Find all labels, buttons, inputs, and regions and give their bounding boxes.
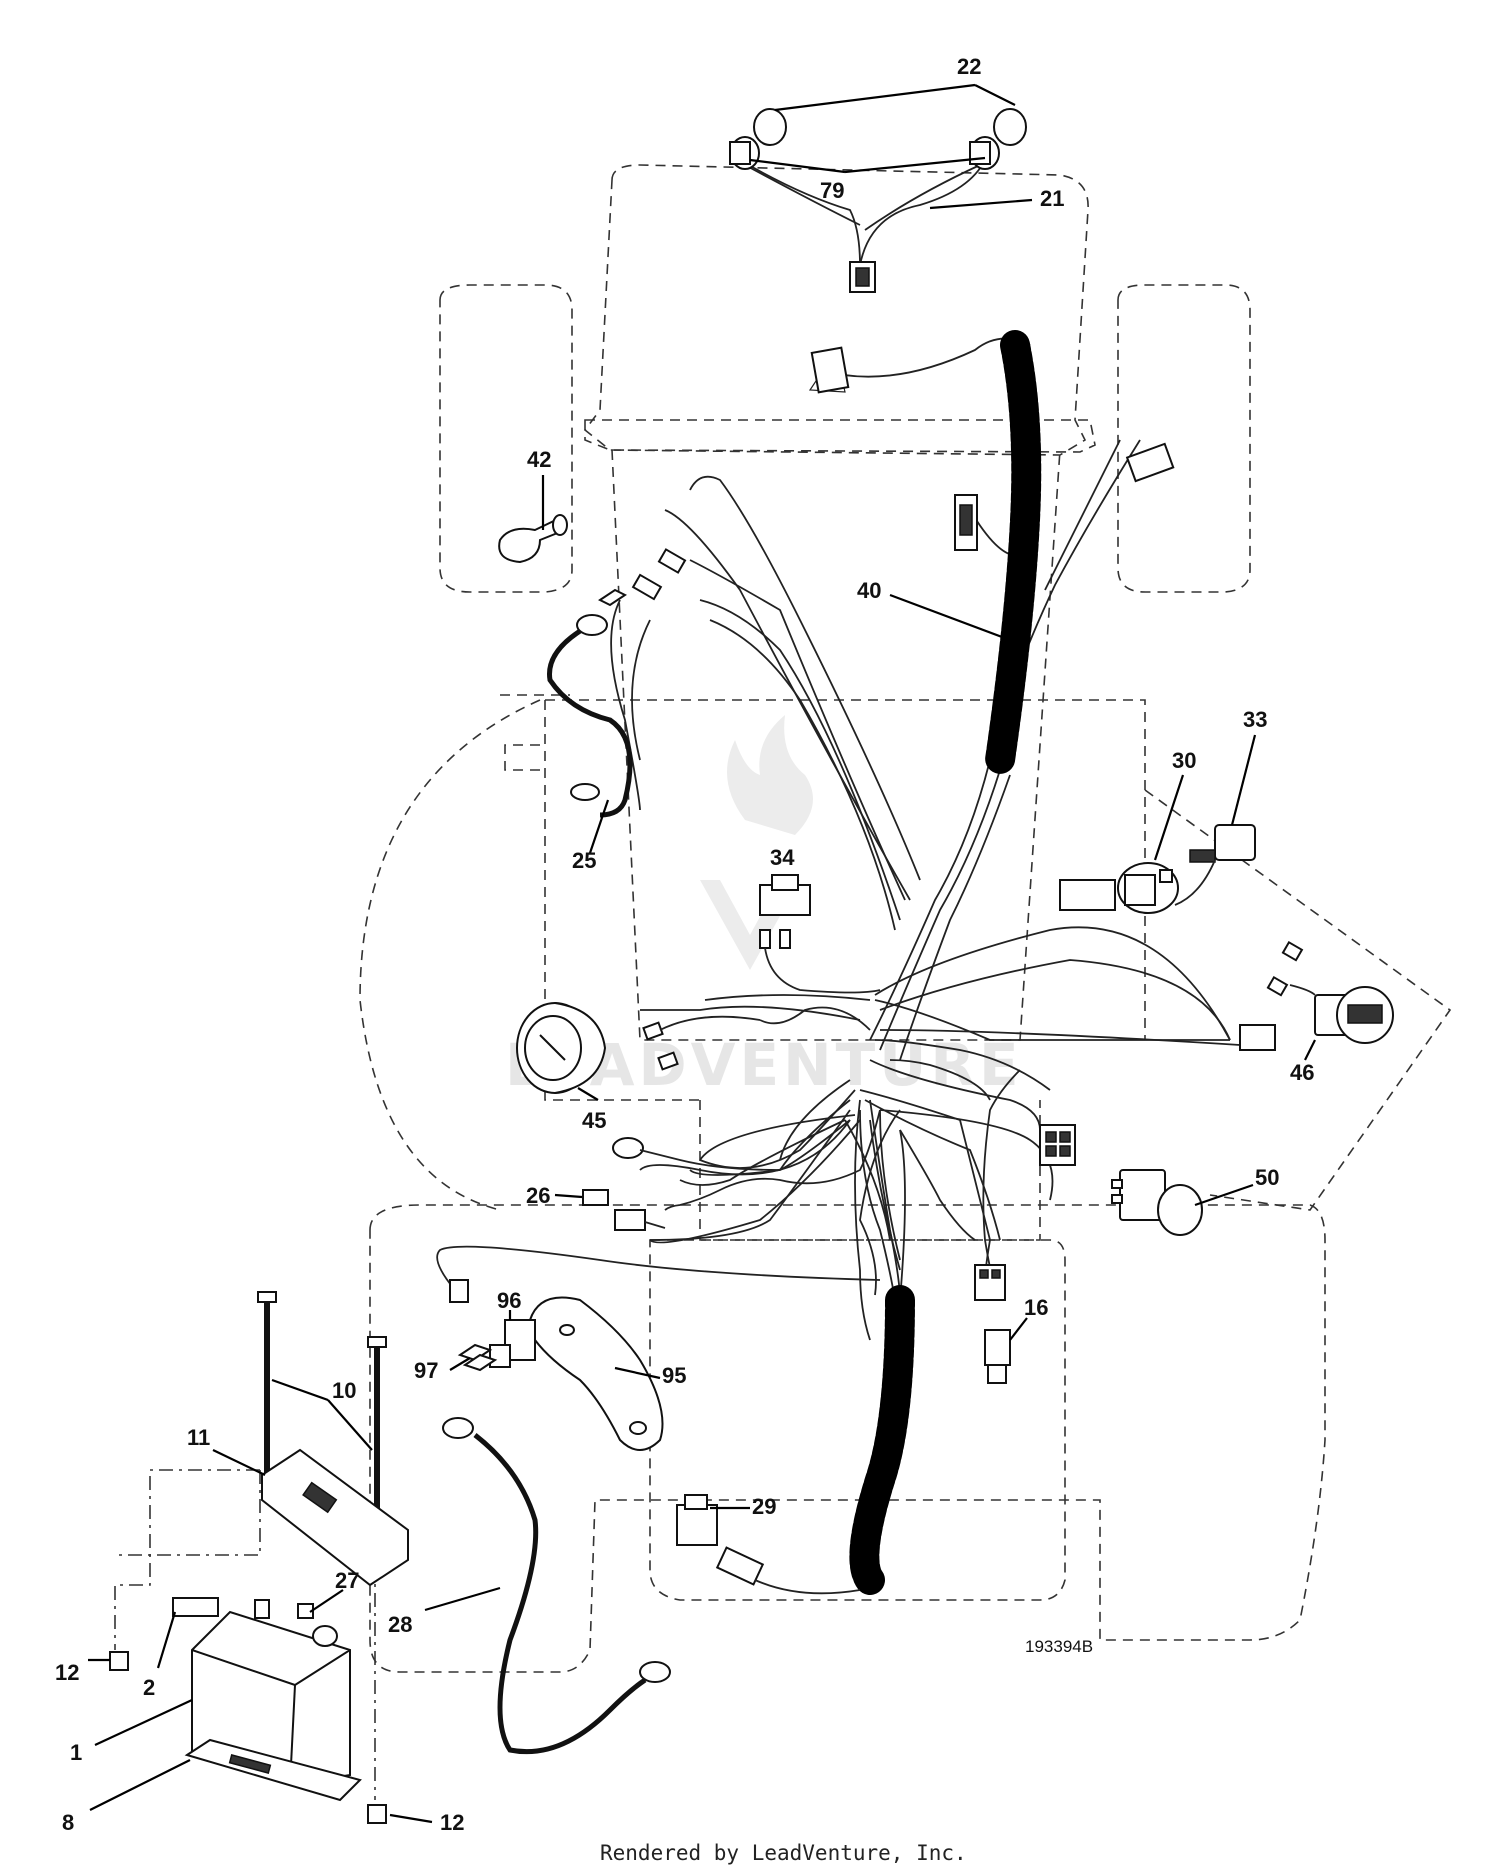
switch-34	[759, 874, 881, 994]
svg-text:29: 29	[752, 1494, 776, 1519]
battery-tray-8	[184, 1738, 362, 1802]
callout-1: 1	[70, 1699, 193, 1765]
battery-cable-28	[442, 1417, 671, 1755]
callout-50: 50	[1194, 1165, 1279, 1207]
svg-text:12: 12	[55, 1660, 79, 1685]
callout-96: 96	[497, 1288, 521, 1320]
svg-text:22: 22	[957, 54, 981, 79]
svg-text:95: 95	[662, 1363, 686, 1388]
svg-text:2: 2	[143, 1675, 155, 1700]
bolts-10	[257, 1291, 387, 1520]
ring-terminal	[612, 1137, 781, 1171]
nut-12-left	[109, 1651, 129, 1671]
nut-12-right	[367, 1804, 387, 1824]
callout-40: 40	[857, 578, 1011, 642]
svg-text:40: 40	[857, 578, 881, 603]
wire-conduit	[849, 330, 1042, 1595]
svg-text:26: 26	[526, 1183, 550, 1208]
callout-29: 29	[710, 1494, 776, 1519]
starter-solenoid-29	[676, 1494, 861, 1595]
callout-28: 28	[388, 1586, 501, 1637]
hour-meter-46	[1266, 940, 1394, 1044]
footer-credit: Rendered by LeadVenture, Inc.	[600, 1841, 967, 1865]
callout-25: 25	[572, 799, 610, 873]
callout-79: 79	[749, 156, 986, 203]
callout-21: 21	[929, 186, 1064, 211]
callout-10: 10	[271, 1378, 373, 1451]
callout-34: 34	[770, 845, 795, 870]
svg-text:11: 11	[187, 1425, 210, 1450]
svg-text:34: 34	[770, 845, 795, 870]
callout-97: 97	[414, 1357, 471, 1383]
svg-text:21: 21	[1040, 186, 1064, 211]
hold-down-11	[261, 1448, 409, 1587]
svg-text:1: 1	[70, 1740, 82, 1765]
bracket-95	[436, 1245, 881, 1451]
svg-text:50: 50	[1255, 1165, 1279, 1190]
headlight-harness	[739, 159, 986, 293]
callout-12-right: 12	[389, 1810, 464, 1835]
ground-cable-25	[547, 548, 687, 818]
seat-switch-16	[974, 1264, 1011, 1384]
drawing-number: 193394B	[1025, 1637, 1093, 1656]
callout-16: 16	[1009, 1295, 1048, 1341]
svg-text:33: 33	[1243, 707, 1267, 732]
callout-95: 95	[614, 1363, 686, 1388]
callout-33: 33	[1230, 707, 1267, 826]
svg-text:96: 96	[497, 1288, 521, 1313]
svg-text:28: 28	[388, 1612, 412, 1637]
connector-right	[1039, 879, 1276, 1166]
callout-8: 8	[62, 1759, 191, 1835]
cable-clip-42	[498, 514, 568, 564]
actuator-96	[489, 1319, 536, 1368]
svg-text:30: 30	[1172, 748, 1196, 773]
svg-text:79: 79	[820, 178, 844, 203]
connector-top	[810, 346, 1175, 551]
headlight-bulb-right	[969, 108, 1027, 170]
callout-22: 22	[774, 54, 1016, 112]
svg-text:46: 46	[1290, 1060, 1314, 1085]
svg-text:10: 10	[332, 1378, 356, 1403]
callout-45: 45	[577, 1087, 606, 1133]
svg-text:25: 25	[572, 848, 596, 873]
callout-30: 30	[1153, 748, 1196, 861]
svg-text:8: 8	[62, 1810, 74, 1835]
callout-2: 2	[143, 1611, 177, 1700]
battery	[172, 1597, 351, 1787]
tractor-outline	[359, 164, 1452, 1673]
callout-46: 46	[1290, 1039, 1316, 1085]
callout-27: 27	[309, 1568, 359, 1613]
svg-text:45: 45	[582, 1108, 606, 1133]
svg-text:16: 16	[1024, 1295, 1048, 1320]
ignition-switch-30	[1117, 862, 1179, 914]
ammeter-45	[516, 1002, 761, 1094]
callout-11: 11	[187, 1425, 266, 1476]
fuse-26	[582, 1189, 666, 1231]
terminal-97	[457, 1343, 498, 1372]
svg-text:97: 97	[414, 1358, 438, 1383]
svg-text:42: 42	[527, 447, 551, 472]
callout-12-left: 12	[55, 1658, 110, 1685]
svg-text:27: 27	[335, 1568, 359, 1593]
svg-text:12: 12	[440, 1810, 464, 1835]
relay-33	[1174, 824, 1256, 906]
callout-26: 26	[526, 1183, 583, 1208]
pto-switch-50	[1111, 1169, 1203, 1236]
callout-42: 42	[527, 447, 551, 530]
headlight-bulb-left	[729, 108, 787, 170]
